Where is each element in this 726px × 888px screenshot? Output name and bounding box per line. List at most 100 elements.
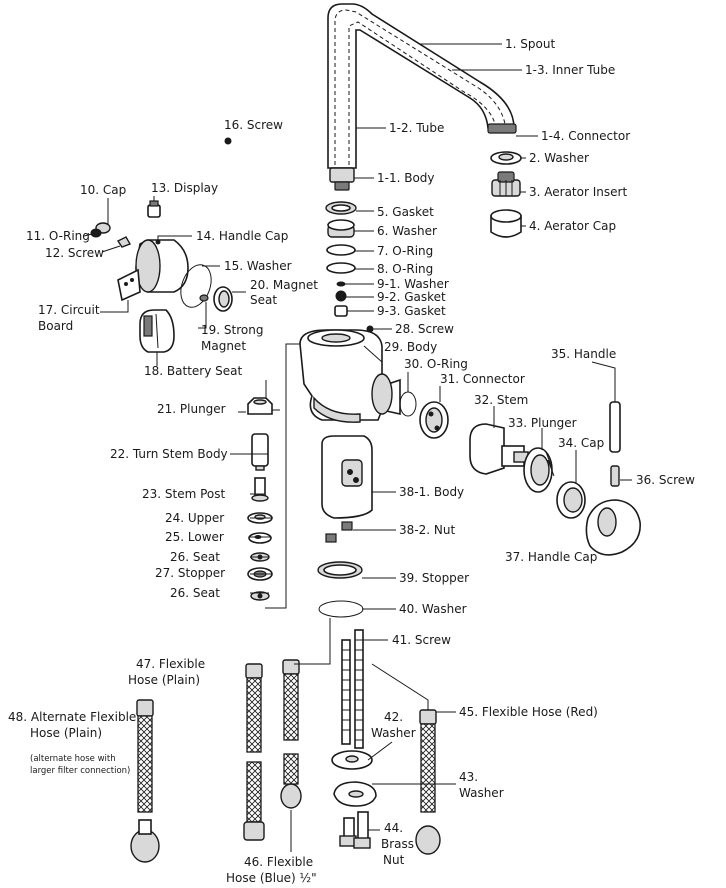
flexible-hose-46	[280, 659, 302, 809]
label-brass-nut-44a: 44.	[384, 821, 403, 835]
label-connector-31: 31. Connector	[440, 372, 525, 386]
label-stem-post-23: 23. Stem Post	[142, 487, 226, 501]
label-o-ring-30: 30. O-Ring	[404, 357, 468, 371]
label-washer-9-1: 9-1. Washer	[377, 277, 449, 291]
seat-26b	[250, 591, 270, 601]
nut-38-2	[325, 521, 353, 543]
label-o-ring-7: 7. O-Ring	[377, 244, 433, 258]
battery-seat-18	[139, 309, 175, 353]
label-circuit-board-17b: Board	[38, 319, 73, 333]
label-seat-26a: 26. Seat	[170, 550, 220, 564]
screw-41	[341, 629, 364, 749]
connector-31	[419, 401, 449, 439]
o-ring-7	[326, 244, 356, 256]
label-seat-26b: 26. Seat	[170, 586, 220, 600]
o-ring-30	[399, 391, 417, 417]
label-lower-25: 25. Lower	[165, 530, 224, 544]
label-brass-nut-44c: Nut	[383, 853, 405, 867]
handle-35	[609, 401, 621, 487]
turn-stem-body-22	[251, 433, 269, 471]
label-nut-38-2: 38-2. Nut	[399, 523, 455, 537]
label-stopper-27: 27. Stopper	[155, 566, 225, 580]
label-hose-46b: Hose (Blue) ½"	[226, 871, 317, 885]
label-washer-40: 40. Washer	[399, 602, 467, 616]
label-screw-36: 36. Screw	[636, 473, 695, 487]
label-screw-41: 41. Screw	[392, 633, 451, 647]
label-display-13: 13. Display	[151, 181, 218, 195]
label-body-1-1: 1-1. Body	[377, 171, 435, 185]
stem-32	[469, 423, 529, 475]
washer-40	[318, 600, 364, 618]
label-gasket-9-3: 9-3. Gasket	[377, 304, 446, 318]
stem-post-23	[251, 477, 269, 502]
label-turn-stem-body-22: 22. Turn Stem Body	[110, 447, 228, 461]
label-washer-15: 15. Washer	[224, 259, 292, 273]
label-hose-48c: (alternate hose with	[30, 754, 116, 764]
label-hose-47a: 47. Flexible	[136, 657, 205, 671]
display-13	[147, 200, 161, 218]
leader-lines	[83, 43, 632, 852]
flexible-hose-47	[243, 663, 265, 841]
label-body-38-1: 38-1. Body	[399, 485, 464, 499]
screw-16	[224, 137, 232, 145]
label-tube: 1-2. Tube	[389, 121, 444, 135]
label-screw-12: 12. Screw	[45, 246, 104, 260]
label-cap-10: 10. Cap	[80, 183, 126, 197]
washer-2	[490, 151, 522, 165]
label-spout: 1. Spout	[505, 37, 555, 51]
label-body-29: 29. Body	[384, 340, 437, 354]
part-labels: 1. Spout 1-3. Inner Tube 1-2. Tube 1-4. …	[8, 37, 695, 885]
o-ring-8	[326, 262, 356, 274]
label-connector-1-4: 1-4. Connector	[541, 129, 630, 143]
label-magnet-seat-20b: Seat	[250, 293, 277, 307]
label-washer-6: 6. Washer	[377, 224, 437, 238]
label-cap-34: 34. Cap	[558, 436, 604, 450]
label-hose-48d: larger filter connection)	[30, 766, 130, 776]
label-washer-42b: Washer	[371, 726, 416, 740]
plunger-33	[523, 447, 555, 493]
circuit-board-17	[117, 268, 141, 302]
label-handle-35: 35. Handle	[551, 347, 616, 361]
label-screw-16: 16. Screw	[224, 118, 283, 132]
label-washer-42a: 42.	[384, 710, 403, 724]
gasket-5	[325, 201, 357, 215]
label-circuit-board-17a: 17. Circuit	[38, 303, 100, 317]
gasket-9-2	[335, 290, 347, 302]
label-strong-magnet-19a: 19. Strong	[201, 323, 263, 337]
label-washer-43a: 43.	[459, 770, 478, 784]
label-plunger-21: 21. Plunger	[157, 402, 226, 416]
washer-43	[333, 781, 377, 807]
stopper-39	[317, 561, 363, 579]
body-38-1	[321, 435, 373, 519]
screw-28	[366, 325, 374, 333]
magnet-seat-20	[213, 286, 233, 312]
screw-12	[116, 236, 132, 248]
handle-cap-37	[585, 499, 641, 556]
label-gasket-9-2: 9-2. Gasket	[377, 290, 446, 304]
label-upper-24: 24. Upper	[165, 511, 224, 525]
brass-nut-44	[339, 811, 371, 849]
label-o-ring-11: 11. O-Ring	[26, 229, 90, 243]
handle-cap-14	[135, 239, 189, 293]
plunger-21	[247, 397, 273, 415]
alternate-flexible-hose-48	[130, 699, 160, 863]
label-hose-48a: 48. Alternate Flexible	[8, 710, 136, 724]
label-handle-cap-37: 37. Handle Cap	[505, 550, 597, 564]
label-battery-seat-18: 18. Battery Seat	[144, 364, 242, 378]
label-brass-nut-44b: Brass	[381, 837, 414, 851]
label-plunger-33: 33. Plunger	[508, 416, 577, 430]
label-handle-cap-14: 14. Handle Cap	[196, 229, 288, 243]
label-screw-28: 28. Screw	[395, 322, 454, 336]
washer-42	[331, 750, 373, 770]
label-inner-tube: 1-3. Inner Tube	[525, 63, 615, 77]
label-stopper-39: 39. Stopper	[399, 571, 469, 585]
aerator-insert	[491, 171, 521, 197]
label-hose-45: 45. Flexible Hose (Red)	[459, 705, 598, 719]
label-gasket-5: 5. Gasket	[377, 205, 434, 219]
label-hose-47b: Hose (Plain)	[128, 673, 200, 687]
washer-6	[327, 219, 355, 238]
label-aerator-insert: 3. Aerator Insert	[529, 185, 627, 199]
body-29	[299, 329, 401, 423]
label-hose-46a: 46. Flexible	[244, 855, 313, 869]
label-aerator-cap: 4. Aerator Cap	[529, 219, 616, 233]
